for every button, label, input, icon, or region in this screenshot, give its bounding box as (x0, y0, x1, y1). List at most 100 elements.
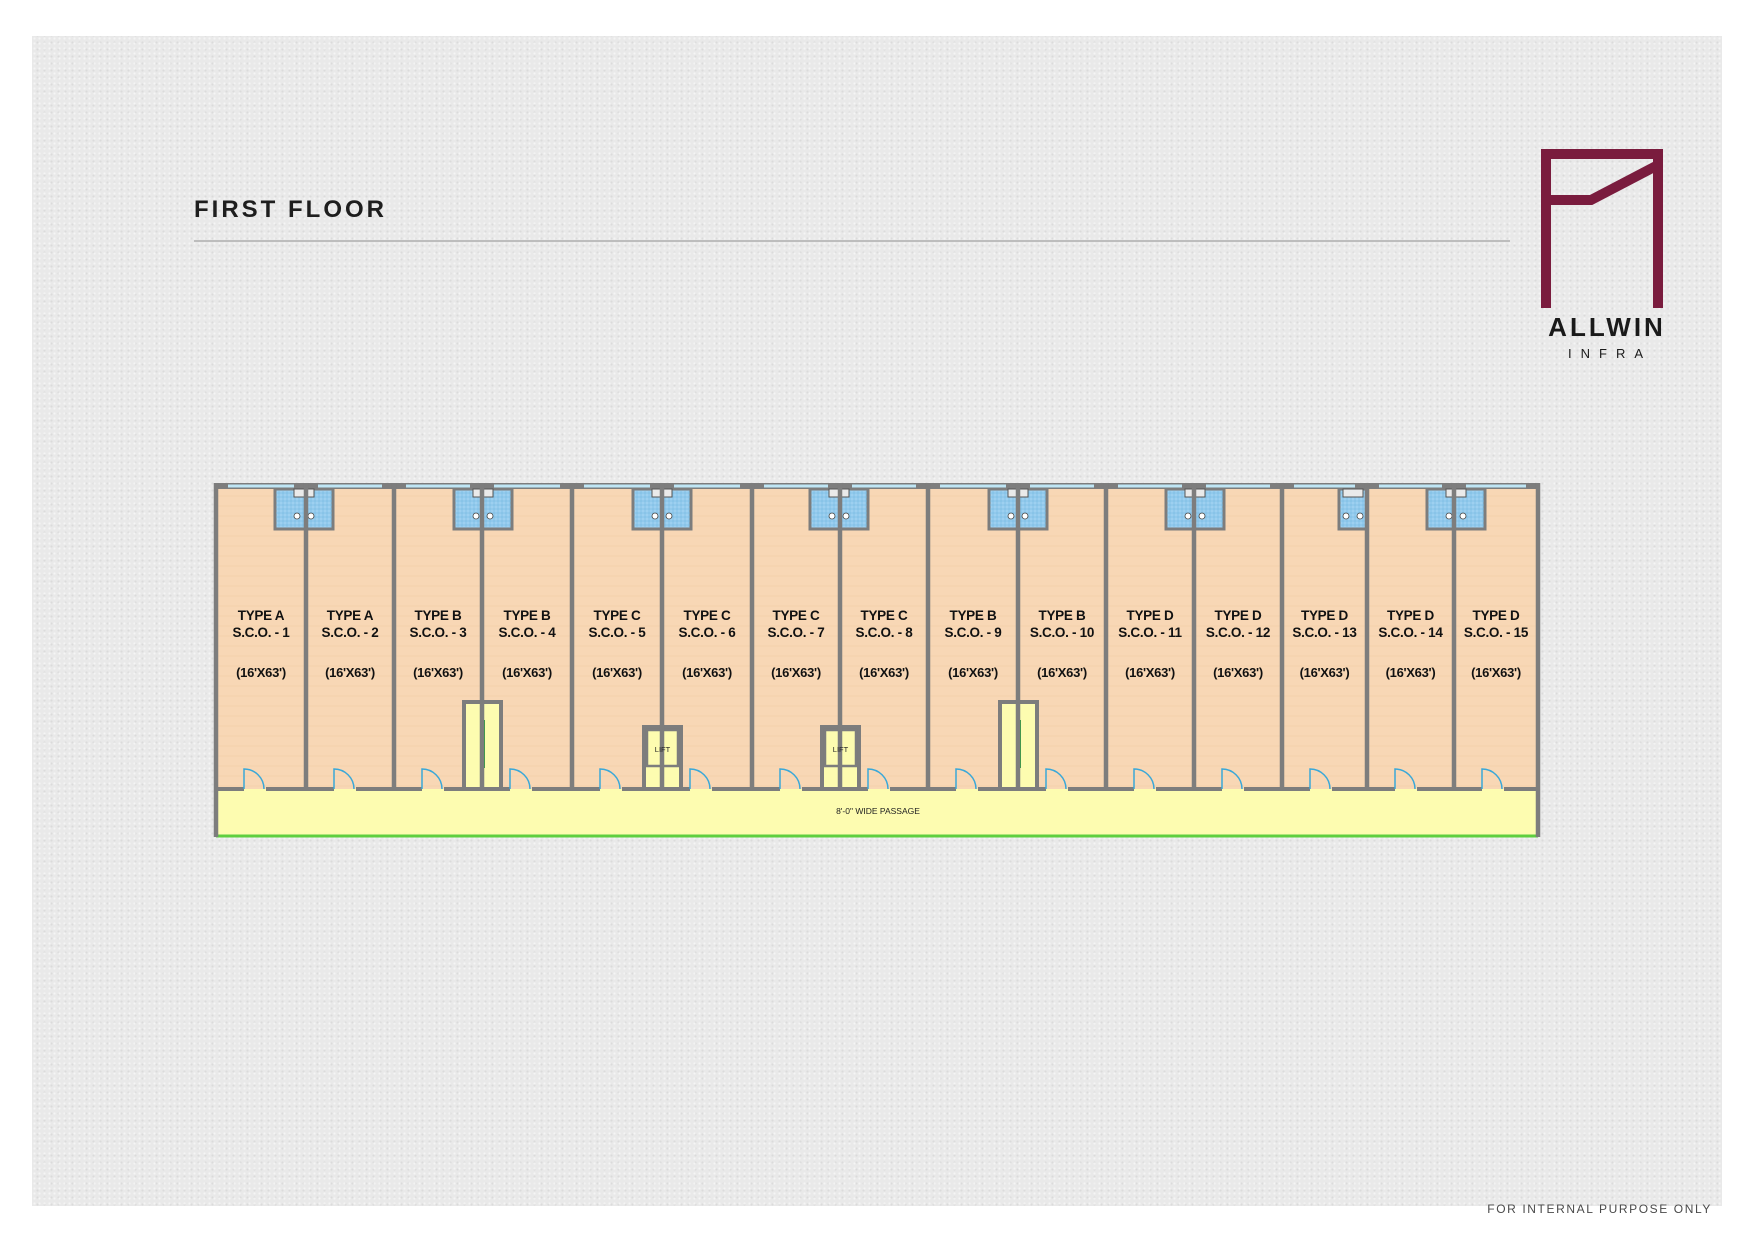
door-swing-icon (1133, 768, 1155, 790)
front-wall (216, 787, 244, 791)
partition-wall (1535, 483, 1541, 837)
unit-type-label: TYPE C (683, 608, 731, 623)
front-wall (840, 787, 868, 791)
door-swing-icon (243, 768, 265, 790)
partition-wall (1191, 483, 1197, 789)
footer-note: FOR INTERNAL PURPOSE ONLY (1487, 1202, 1712, 1216)
wc-icon (307, 512, 315, 520)
wc-icon (1459, 512, 1467, 520)
wc-icon (1356, 512, 1364, 520)
unit-type-label: TYPE A (326, 608, 374, 623)
unit-name-label: S.C.O. - 5 (588, 625, 646, 640)
unit-type-label: TYPE A (237, 608, 285, 623)
window-strip (764, 484, 828, 488)
door-swing-icon (955, 768, 977, 790)
wc-icon (472, 512, 480, 520)
door-swing-icon (1309, 768, 1331, 790)
window-strip (674, 484, 740, 488)
unit-area (1194, 486, 1282, 789)
unit-type-label: TYPE D (1301, 608, 1348, 623)
front-wall (622, 787, 662, 791)
partition-wall (1364, 483, 1370, 789)
door-swing-icon (421, 768, 443, 790)
unit-area (1454, 486, 1538, 789)
unit-name-label: S.C.O. - 15 (1463, 625, 1529, 640)
logo-subtitle: INFRA (1568, 346, 1652, 361)
front-wall (890, 787, 928, 791)
window-strip (406, 484, 470, 488)
window-strip (1206, 484, 1270, 488)
front-wall (1068, 787, 1106, 791)
front-wall (1156, 787, 1194, 791)
wc-icon (1198, 512, 1206, 520)
floor-plan-drawing (213, 483, 1541, 838)
unit-name-label: S.C.O. - 11 (1118, 625, 1182, 640)
door-swing-icon (1045, 768, 1067, 790)
unit-type-label: TYPE B (949, 608, 997, 623)
front-wall (1504, 787, 1538, 791)
front-wall (712, 787, 752, 791)
window-strip (584, 484, 650, 488)
door-swing-icon (1394, 768, 1416, 790)
unit-type-label: TYPE B (414, 608, 462, 623)
unit-size-label: (16'X63') (1471, 665, 1521, 680)
door-swing-icon (599, 768, 621, 790)
partition-wall (569, 483, 575, 789)
wc-icon (828, 512, 836, 520)
lift-label: LIFT (654, 745, 671, 754)
unit-size-label: (16'X63') (1213, 665, 1263, 680)
unit-type-label: TYPE D (1126, 608, 1174, 623)
window-strip (852, 484, 916, 488)
door-swing-icon (867, 768, 889, 790)
unit-type-label: TYPE C (593, 608, 641, 623)
partition-wall (659, 483, 665, 789)
front-wall (928, 787, 956, 791)
title-divider (194, 240, 1510, 242)
door-swing-icon (1221, 768, 1243, 790)
unit-area (1367, 486, 1454, 789)
unit-size-label: (16'X63') (236, 665, 286, 680)
partition-wall (391, 483, 397, 789)
window-strip (318, 484, 382, 488)
window-strip (1030, 484, 1094, 488)
front-wall (1194, 787, 1222, 791)
window-strip (1379, 484, 1442, 488)
logo-mark-icon (1541, 149, 1663, 308)
front-wall (1018, 787, 1046, 791)
front-wall (356, 787, 394, 791)
unit-name-label: S.C.O. - 3 (409, 625, 467, 640)
unit-name-label: S.C.O. - 7 (767, 625, 825, 640)
unit-name-label: S.C.O. - 9 (944, 625, 1002, 640)
partition-wall (749, 483, 755, 789)
wc-icon (651, 512, 659, 520)
unit-name-label: S.C.O. - 13 (1292, 625, 1357, 640)
front-wall (1106, 787, 1134, 791)
unit-size-label: (16'X63') (1125, 665, 1175, 680)
unit-size-label: (16'X63') (1385, 665, 1436, 680)
door-swing-icon (779, 768, 801, 790)
unit-type-label: TYPE D (1214, 608, 1262, 623)
company-logo: ALLWIN INFRA (1527, 140, 1687, 370)
logo-name: ALLWIN (1548, 312, 1666, 342)
wc-icon (293, 512, 301, 520)
door-swing-icon (1481, 768, 1503, 790)
wc-icon (1342, 512, 1350, 520)
unit-name-label: S.C.O. - 4 (498, 625, 556, 640)
wc-icon (1184, 512, 1192, 520)
wc-icon (842, 512, 850, 520)
front-wall (752, 787, 780, 791)
window-strip (228, 484, 294, 488)
unit-area (1282, 486, 1367, 789)
door-swing-icon (689, 768, 711, 790)
door-swing-icon (333, 768, 355, 790)
front-wall (662, 787, 690, 791)
unit-size-label: (16'X63') (682, 665, 732, 680)
unit-name-label: S.C.O. - 12 (1205, 625, 1271, 640)
wc-icon (486, 512, 494, 520)
unit-type-label: TYPE B (1038, 608, 1086, 623)
unit-size-label: (16'X63') (859, 665, 909, 680)
front-wall (482, 787, 510, 791)
unit-type-label: TYPE B (503, 608, 551, 623)
unit-name-label: S.C.O. - 8 (855, 625, 913, 640)
